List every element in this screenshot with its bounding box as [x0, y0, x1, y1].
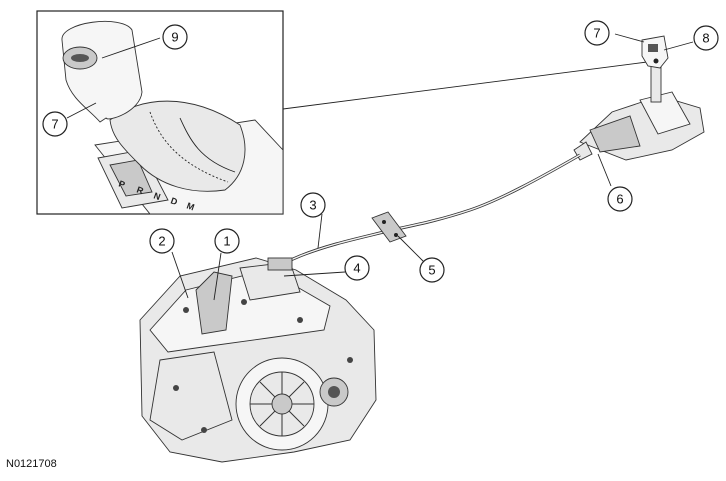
inset-shift-boot	[109, 100, 246, 192]
shift-cable	[271, 153, 581, 270]
figure-id: N0121708	[6, 458, 57, 470]
callout-4-label: 4	[353, 261, 360, 276]
callout-7-inset: 7	[42, 111, 68, 137]
callout-4: 4	[344, 255, 370, 281]
callout-5-label: 5	[428, 263, 435, 278]
gate-letter-m: M	[185, 200, 195, 212]
callout-9: 9	[162, 24, 188, 50]
gate-letter-d: D	[169, 195, 179, 207]
detail-inset: P R N D M	[36, 10, 284, 215]
callout-6-label: 6	[616, 192, 623, 207]
callout-1-label: 1	[223, 234, 230, 249]
callout-7-shifter: 7	[584, 20, 610, 46]
leader-lines	[171, 33, 694, 301]
inset-link-line	[282, 61, 648, 110]
shifter-assembly	[573, 35, 705, 161]
callout-6: 6	[607, 186, 633, 212]
shift-lever-bracket	[195, 271, 233, 335]
callout-8-label: 8	[702, 31, 709, 46]
callout-9-label: 9	[171, 30, 178, 45]
callout-7-shifter-label: 7	[593, 26, 600, 41]
callout-5: 5	[419, 257, 445, 283]
callout-8: 8	[693, 25, 719, 51]
gate-letter-n: N	[152, 190, 162, 202]
gate-letter-r: R	[135, 184, 145, 196]
callout-2: 2	[149, 228, 175, 254]
gate-letter-p: P	[117, 178, 126, 189]
callout-3-label: 3	[309, 198, 316, 213]
callout-1: 1	[214, 228, 240, 254]
inset-shift-knob	[61, 20, 143, 123]
callout-3: 3	[300, 192, 326, 218]
callout-7-inset-label: 7	[51, 117, 58, 132]
transmission-assembly	[139, 257, 377, 463]
inset-prnd-gate: P R N D M	[117, 178, 195, 212]
callout-2-label: 2	[158, 234, 165, 249]
